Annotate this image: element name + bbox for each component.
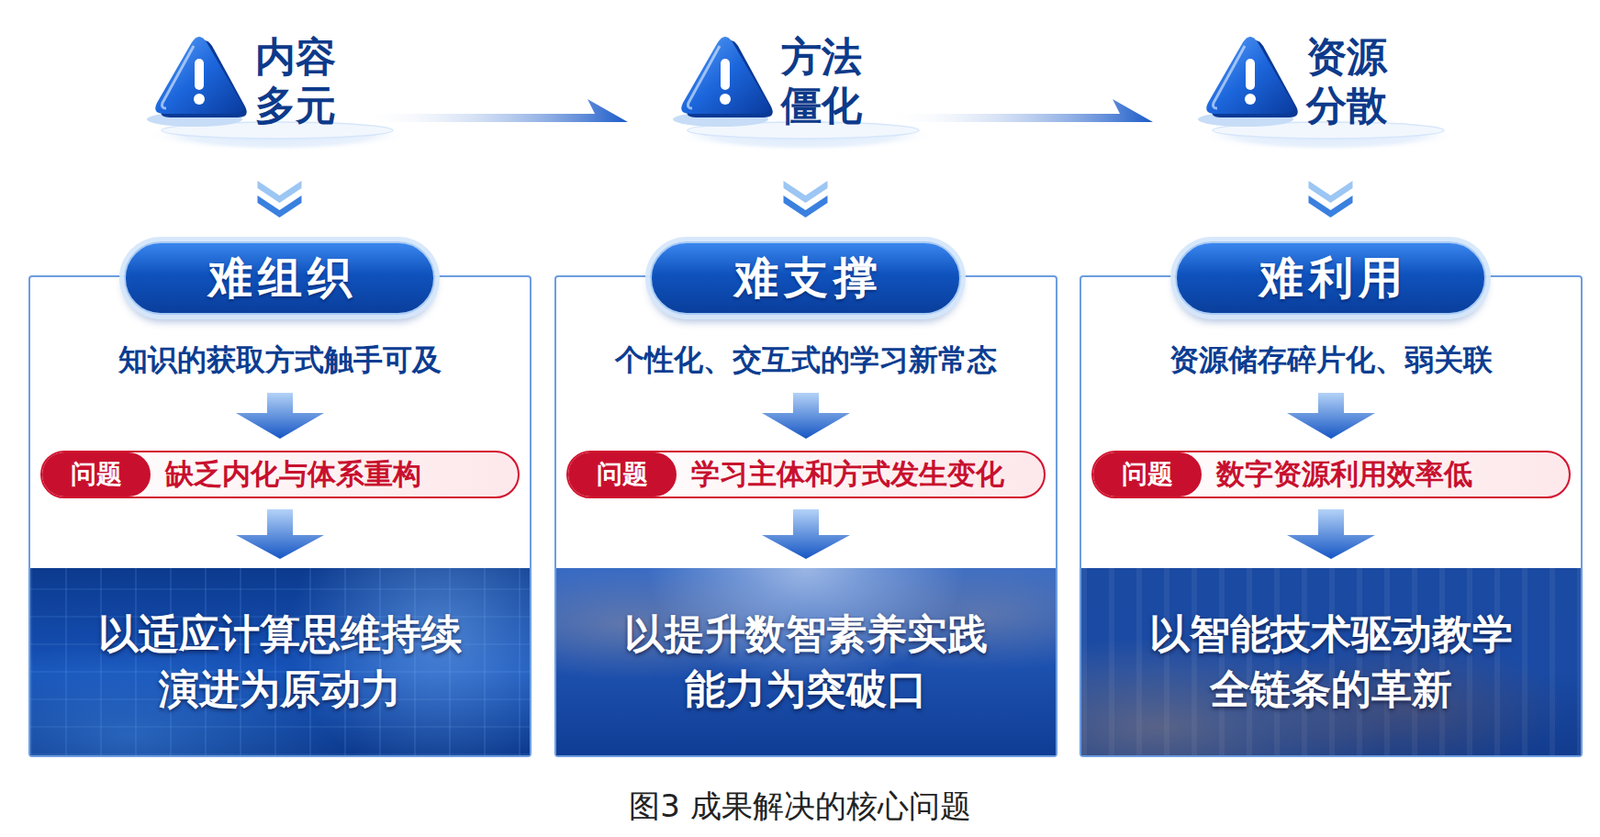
flow-connector <box>884 99 1153 123</box>
problem-heading: 内容 多元 <box>101 25 359 154</box>
flow-connector <box>1286 509 1376 560</box>
heading-text: 内容 多元 <box>255 33 347 131</box>
problem-pill: 问题数字资源利用效率低 <box>1091 450 1571 499</box>
situation-text: 个性化、交互式的学习新常态 <box>556 341 1056 379</box>
solution-text: 以适应计算思维持续演进为原动力 <box>87 606 473 717</box>
connector-line <box>279 153 280 242</box>
block-arrow <box>1286 509 1376 560</box>
flow-connector <box>1309 153 1354 242</box>
block-arrow <box>235 509 325 560</box>
flow-connector <box>761 509 851 560</box>
header-pill: 难利用 <box>1174 241 1487 315</box>
problem-text: 缺乏内化与体系重构 <box>150 455 422 494</box>
problem-text: 数字资源利用效率低 <box>1201 455 1473 494</box>
problem-heading: 资源 分散 <box>1152 25 1410 154</box>
flow-arrow <box>884 99 1153 123</box>
pill-title: 难支撑 <box>728 248 884 308</box>
problem-text: 学习主体和方式发生变化 <box>676 455 1005 494</box>
warning-icon <box>1206 36 1298 118</box>
warning-icon <box>681 36 773 118</box>
situation-text: 资源储存碎片化、弱关联 <box>1081 341 1581 379</box>
column-panel: 资源储存碎片化、弱关联难利用问题数字资源利用效率低以智能技术驱动教学全链条的革新 <box>1079 275 1583 758</box>
chevron-head <box>1309 180 1354 203</box>
flow-connector <box>783 153 828 242</box>
header-pill: 难支撑 <box>649 241 962 315</box>
chevron-head <box>783 180 828 203</box>
flow-arrow <box>358 99 628 123</box>
connector-line <box>1330 153 1332 242</box>
problem-tag: 问题 <box>568 452 677 497</box>
problem-tag: 问题 <box>42 452 151 497</box>
situation-text: 知识的获取方式触手可及 <box>30 341 530 379</box>
figure-caption: 图3 成果解决的核心问题 <box>0 785 1600 827</box>
problem-pill: 问题缺乏内化与体系重构 <box>40 450 520 499</box>
flow-connector <box>257 153 303 242</box>
problem-heading: 方法 僵化 <box>627 25 885 154</box>
solution-text: 以提升数智素养实践能力为突破口 <box>613 606 999 717</box>
down-arrow <box>1286 392 1376 439</box>
problem-tag: 问题 <box>1093 452 1202 497</box>
down-arrow <box>761 392 851 439</box>
chevron-head <box>257 195 303 218</box>
down-arrow <box>235 392 325 439</box>
heading-text: 方法 僵化 <box>781 33 873 131</box>
flow-connector <box>235 509 325 560</box>
warning-icon <box>155 36 247 118</box>
pill-title: 难组织 <box>202 248 358 308</box>
flow-connector <box>358 99 628 123</box>
problem-pill: 问题学习主体和方式发生变化 <box>566 450 1046 499</box>
heading-text: 资源 分散 <box>1306 33 1399 131</box>
solution-band: 以提升数智素养实践能力为突破口 <box>556 568 1056 756</box>
column-panel: 个性化、交互式的学习新常态难支撑问题学习主体和方式发生变化以提升数智素养实践能力… <box>554 275 1058 758</box>
solution-text: 以智能技术驱动教学全链条的革新 <box>1138 606 1524 717</box>
column-panel: 知识的获取方式触手可及难组织问题缺乏内化与体系重构以适应计算思维持续演进为原动力 <box>28 275 532 758</box>
chevron-head <box>783 195 828 218</box>
pill-title: 难利用 <box>1253 248 1409 308</box>
header-pill: 难组织 <box>123 241 436 315</box>
solution-band: 以智能技术驱动教学全链条的革新 <box>1081 568 1581 756</box>
solution-band: 以适应计算思维持续演进为原动力 <box>30 568 530 756</box>
block-arrow <box>761 509 851 560</box>
chevron-head <box>257 180 303 203</box>
chevron-head <box>1309 195 1354 218</box>
connector-line <box>805 153 806 242</box>
